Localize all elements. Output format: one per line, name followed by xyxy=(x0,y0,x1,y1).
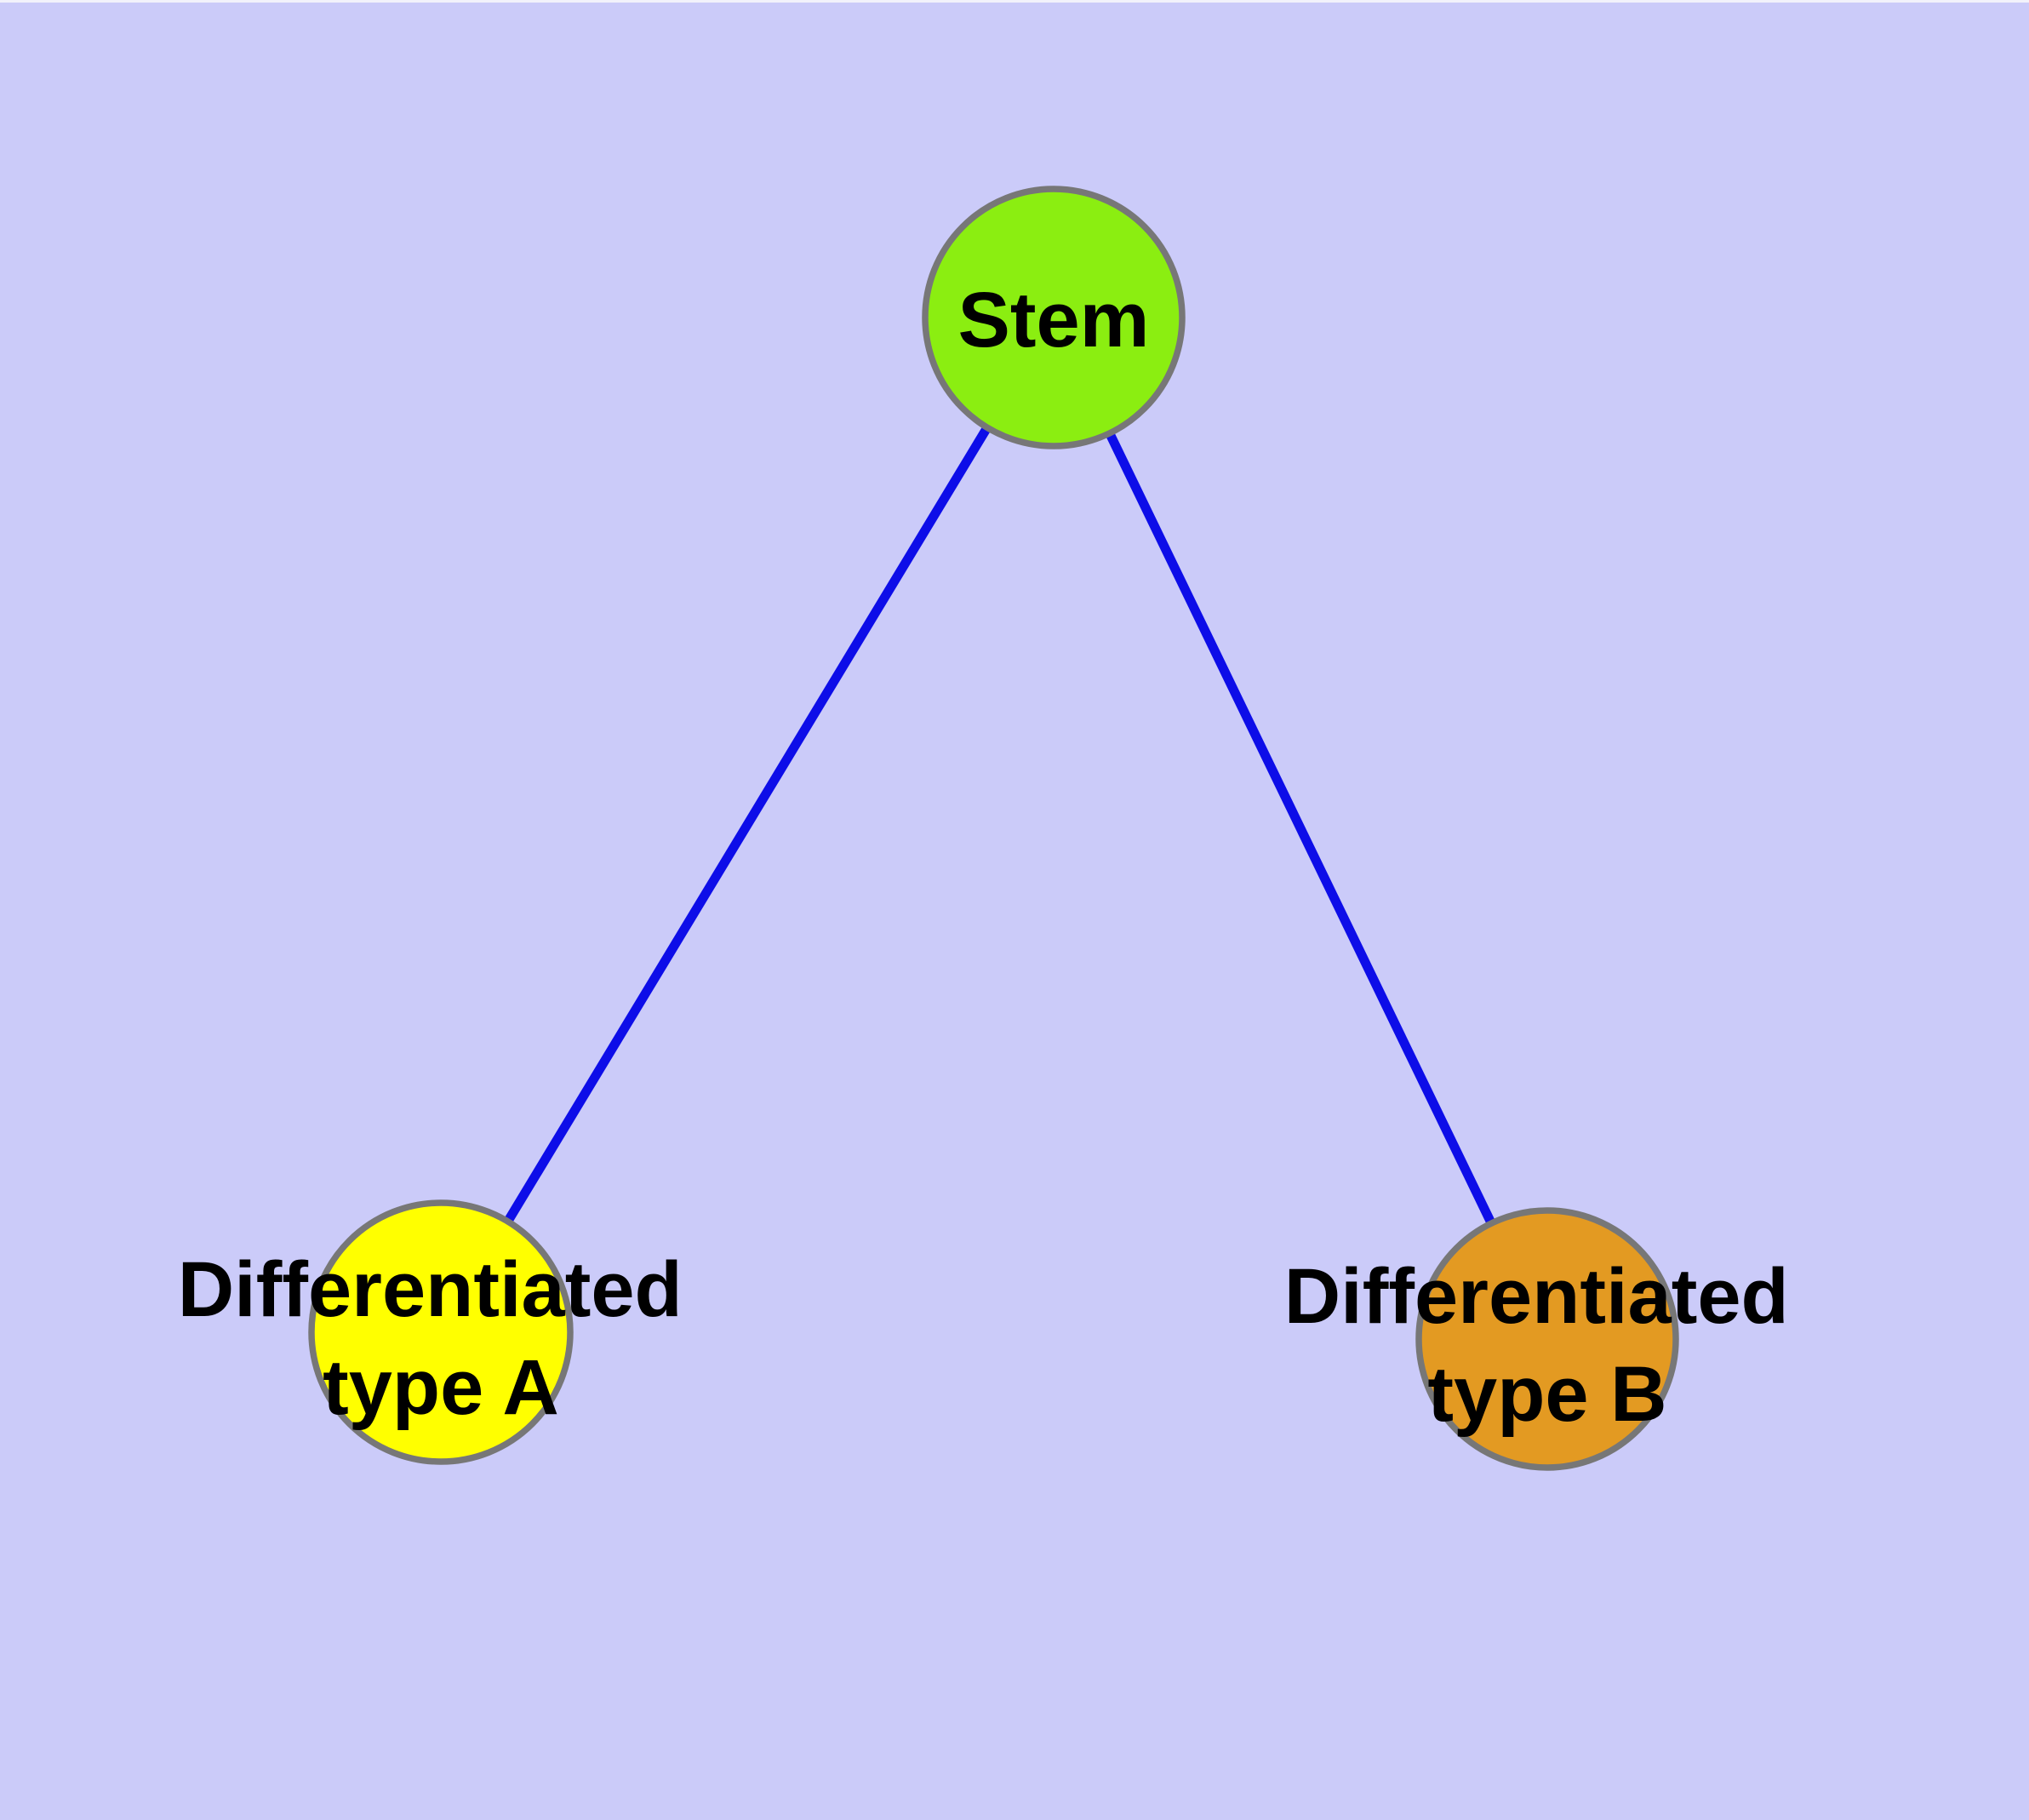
top-edge-highlight xyxy=(0,0,2029,3)
edge-stem-to-type-a xyxy=(437,315,1058,1335)
node-type-a-label-line-1: Differentiated xyxy=(178,1246,683,1333)
node-type-a-label-line-2: type A xyxy=(323,1344,559,1431)
node-stem-label: Stem xyxy=(958,277,1150,363)
node-type-b-label: Differentiated type B xyxy=(1284,1253,1811,1438)
node-type-b-circle xyxy=(1415,1207,1679,1471)
edge-stem-to-type-b xyxy=(1049,315,1552,1342)
node-stem-circle xyxy=(922,186,1186,449)
node-stem-label-line-1: Stem xyxy=(958,277,1150,363)
node-type-a-label: Differentiated type A xyxy=(178,1246,705,1431)
node-type-b-label-line-1: Differentiated xyxy=(1284,1253,1789,1340)
node-type-a-circle xyxy=(308,1199,574,1465)
node-type-b-label-line-2: type B xyxy=(1427,1351,1666,1438)
